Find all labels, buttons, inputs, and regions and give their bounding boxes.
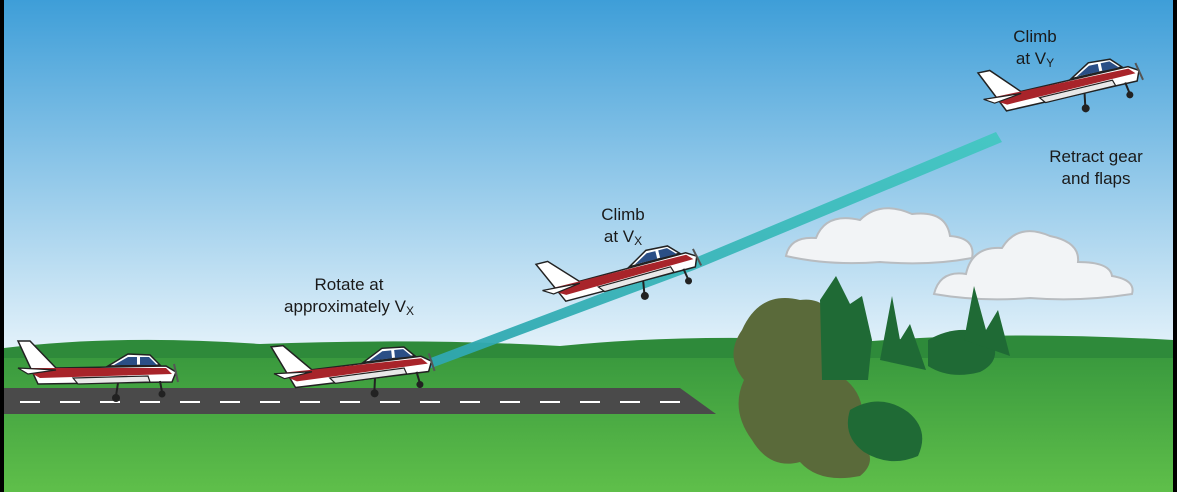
label-rotate: Rotate at approximately VX [284, 275, 414, 318]
cloud-right [932, 230, 1134, 301]
flight-path [420, 132, 1002, 370]
label-climb-vy: Climb at VY [1013, 27, 1057, 70]
tree-cluster [733, 276, 1010, 479]
grass-field [4, 358, 1173, 492]
label-retract-gear: Retract gear and flaps [1049, 147, 1143, 188]
cloud-left [784, 207, 974, 265]
label-climb-vx: Climb at VX [601, 205, 645, 248]
